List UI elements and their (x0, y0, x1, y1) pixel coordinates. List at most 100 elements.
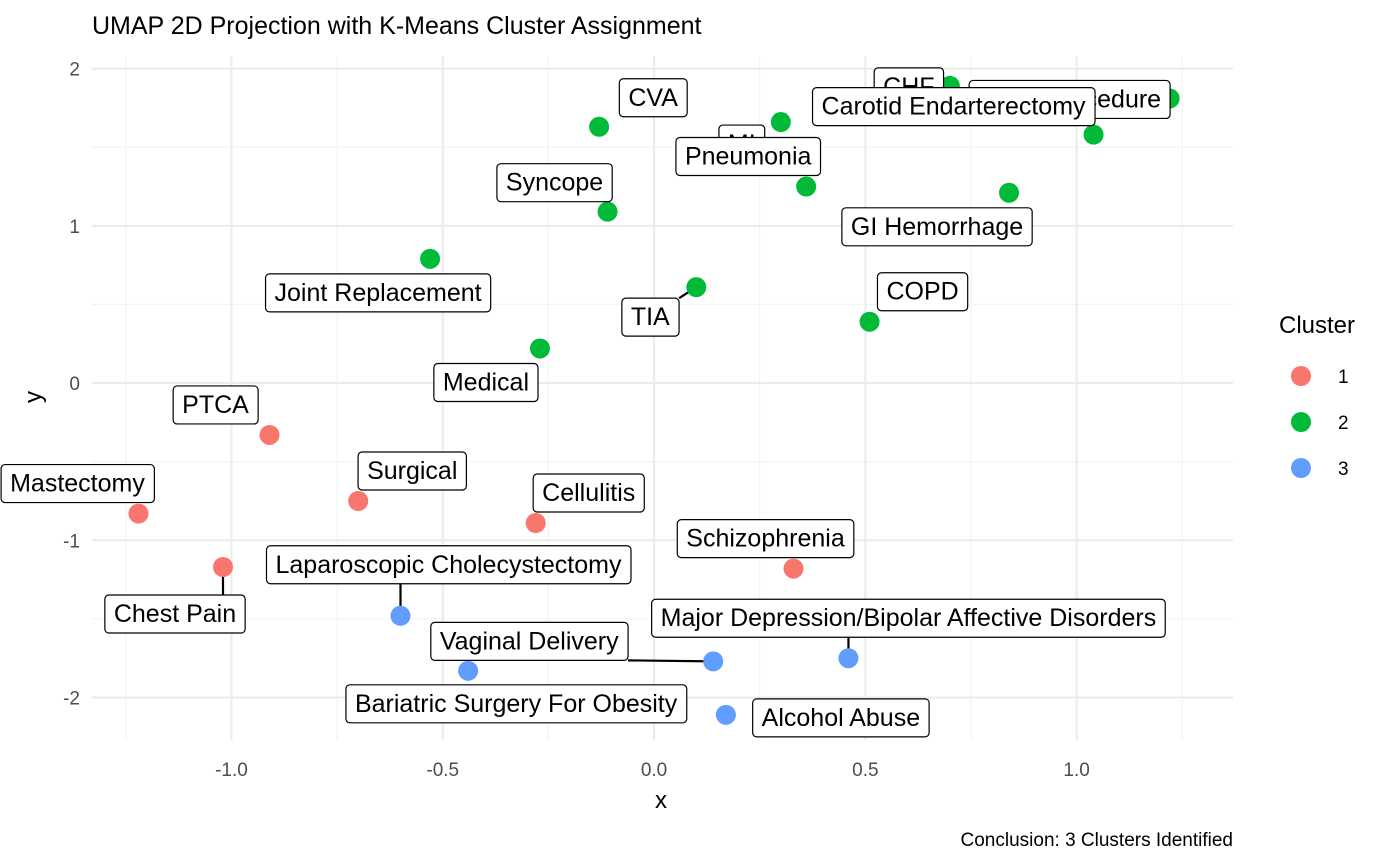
cluster-2-point-carotid-endarterectomy (1083, 124, 1104, 145)
cluster-1-point-schizophrenia (783, 558, 804, 579)
label-text: Surgical (367, 457, 457, 485)
point-label-cellulitis: Cellulitis (532, 473, 645, 513)
legend-key-cluster-3 (1291, 458, 1311, 478)
label-text: GI Hemorrhage (851, 213, 1023, 241)
label-text: TIA (631, 303, 670, 331)
cluster-1-point-surgical (348, 490, 369, 511)
cluster-3-point-vaginal-delivery (703, 651, 724, 672)
x-axis-title: x (655, 787, 667, 814)
label-text: Carotid Endarterectomy (822, 93, 1087, 121)
cluster-2-point-cva (589, 116, 610, 137)
cluster-1-point-ptca (259, 424, 280, 445)
label-text: CVA (628, 84, 678, 112)
point-label-copd: COPD (876, 272, 969, 312)
label-box (265, 545, 632, 585)
y-tick-label: 1 (69, 217, 80, 238)
point-label-gi-hemorrhage: GI Hemorrhage (841, 207, 1033, 247)
point-label-vaginal-delivery: Vaginal Delivery (430, 621, 629, 661)
x-tick-label: -0.5 (426, 760, 459, 781)
cluster-2-point-gi-hemorrhage (999, 182, 1020, 203)
label-box (433, 362, 539, 403)
legend-key-cluster-1 (1291, 366, 1311, 386)
legend-items: 1 2 3 (1291, 366, 1349, 480)
label-box (618, 78, 688, 118)
point-label-alcohol-abuse: Alcohol Abuse (752, 698, 930, 738)
y-tick-label: -1 (63, 531, 80, 552)
chart-title: UMAP 2D Projection with K-Means Cluster … (92, 12, 702, 40)
label-box (752, 698, 930, 738)
connector-vaginal-delivery (628, 659, 714, 663)
y-axis-ticks: -2 -1 0 1 2 (63, 60, 80, 710)
legend-label-cluster-1: 1 (1338, 367, 1349, 388)
point-label-joint-replacement: Joint Replacement (264, 273, 492, 313)
point-label-carotid-endarterectomy: Carotid Endarterectomy (811, 87, 1096, 127)
x-tick-label: -1.0 (215, 760, 248, 781)
point-label-mastectomy: Mastectomy (0, 463, 155, 504)
cluster-2-point-pneumonia (796, 176, 817, 197)
label-text: Mastectomy (10, 470, 145, 498)
label-box (0, 463, 155, 504)
label-text: Schizophrenia (686, 525, 845, 553)
x-tick-label: 1.0 (1063, 760, 1089, 781)
point-label-laparoscopic-cholecystectomy: Laparoscopic Cholecystectomy (265, 545, 632, 585)
x-tick-label: 0.5 (852, 760, 878, 781)
cluster-3-point-alcohol-abuse (715, 704, 736, 725)
y-tick-label: 2 (69, 60, 80, 81)
y-tick-label: -2 (63, 689, 80, 710)
y-axis-title: y (20, 391, 47, 403)
label-box (675, 136, 822, 177)
label-box (345, 684, 688, 724)
legend-title: Cluster (1279, 312, 1355, 339)
label-text: Laparoscopic Cholecystectomy (275, 551, 621, 579)
label-box (264, 273, 492, 313)
label-text: Major Depression/Bipolar Affective Disor… (661, 604, 1157, 632)
cluster-2-point-copd (859, 311, 880, 332)
label-text: Pneumonia (685, 143, 812, 171)
label-text: Joint Replacement (275, 279, 482, 307)
point-label-medical: Medical (433, 362, 539, 403)
point-label-tia: TIA (621, 297, 680, 337)
label-text: Alcohol Abuse (762, 704, 920, 732)
point-label-cva: CVA (618, 78, 688, 118)
cluster-2-point-syncope (597, 201, 618, 222)
cluster-3-point-major-depression-bipolar-affective-disorders (838, 648, 859, 669)
point-label-surgical: Surgical (357, 451, 467, 491)
point-label-ptca: PTCA (172, 385, 259, 425)
label-text: Chest Pain (114, 600, 236, 628)
label-box (104, 594, 246, 634)
label-box (621, 297, 680, 337)
cluster-2-point-medical (529, 338, 550, 359)
label-box (357, 451, 467, 491)
cluster-2-point-joint-replacement (420, 248, 441, 269)
chart-caption: Conclusion: 3 Clusters Identified (961, 830, 1233, 851)
data-points (128, 75, 1180, 725)
legend-label-cluster-3: 3 (1338, 459, 1349, 480)
label-text: PTCA (182, 391, 249, 419)
label-box (811, 87, 1096, 127)
cluster-3-point-bariatric-surgery-for-obesity (458, 660, 479, 681)
cluster-3-point-laparoscopic-cholecystectomy (390, 605, 411, 626)
label-text: COPD (886, 278, 958, 306)
cluster-2-point-tia (686, 277, 707, 298)
label-text: Syncope (506, 169, 603, 197)
label-box (496, 163, 613, 203)
label-text: Bariatric Surgery For Obesity (355, 690, 678, 718)
cluster-1-point-cellulitis (525, 513, 546, 534)
x-tick-label: 0.0 (641, 760, 667, 781)
cluster-2-point-mi (770, 112, 791, 133)
label-box (532, 473, 645, 513)
legend-label-cluster-2: 2 (1338, 413, 1349, 434)
label-box (172, 385, 259, 425)
label-box (876, 272, 969, 312)
label-box (841, 207, 1033, 247)
point-label-chest-pain: Chest Pain (104, 594, 246, 634)
cluster-1-point-mastectomy (128, 503, 149, 524)
y-tick-label: 0 (69, 374, 80, 395)
label-text: Vaginal Delivery (440, 627, 619, 655)
point-label-schizophrenia: Schizophrenia (676, 519, 855, 559)
x-axis-ticks: -1.0 -0.5 0.0 0.5 1.0 (215, 760, 1090, 781)
label-box (430, 621, 629, 661)
point-label-syncope: Syncope (496, 163, 613, 203)
